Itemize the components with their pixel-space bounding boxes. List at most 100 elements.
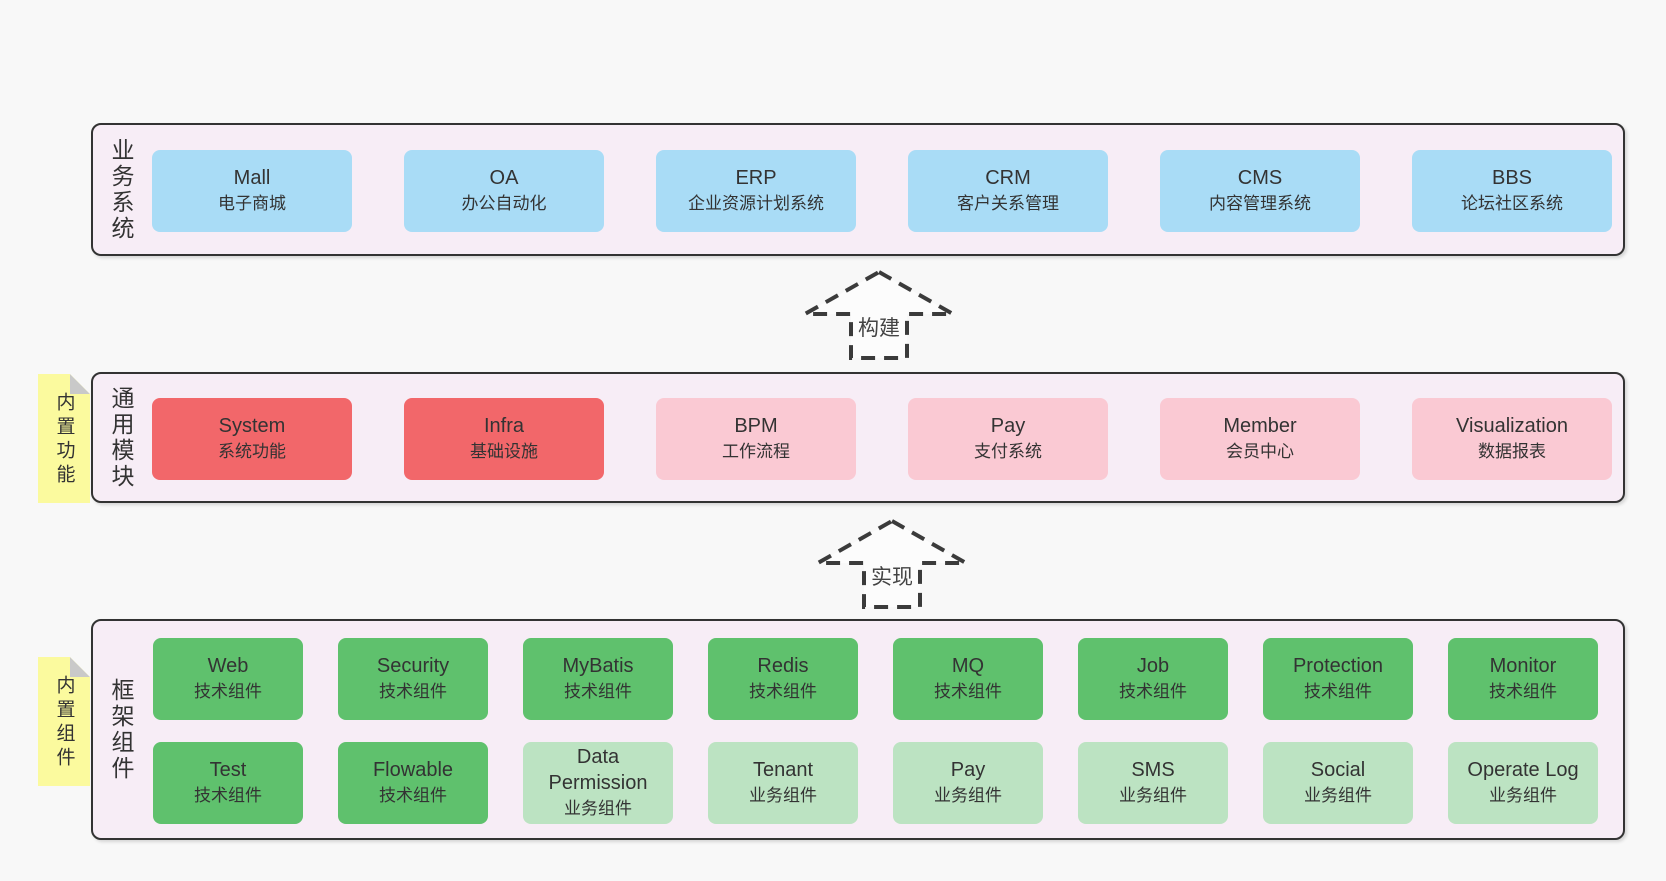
box-name-en: BPM	[734, 415, 778, 437]
box-name-en: Data Permission	[548, 746, 648, 794]
sticky-note-builtin-components: 内置组件	[38, 657, 90, 786]
box-name-en: Pay	[990, 415, 1026, 437]
box-name-zh: 内容管理系统	[1209, 194, 1311, 213]
box-operate-log: Operate Log 业务组件	[1448, 742, 1598, 824]
box-name-en: Protection	[1292, 655, 1384, 677]
box-oa: OA 办公自动化	[404, 150, 604, 232]
box-name-en: Job	[1136, 655, 1170, 677]
box-name-zh: 技术组件	[1489, 682, 1557, 701]
box-name-zh: 技术组件	[1304, 682, 1372, 701]
box-name-en: MyBatis	[562, 655, 634, 677]
box-name-zh: 业务组件	[934, 786, 1002, 805]
box-name-en: Social	[1310, 759, 1366, 781]
box-name-en: SMS	[1131, 759, 1175, 781]
layer-title-common-modules: 通用模块	[108, 385, 134, 490]
box-name-zh: 系统功能	[218, 442, 286, 461]
box-name-zh: 数据报表	[1478, 442, 1546, 461]
box-bbs: BBS 论坛社区系统	[1412, 150, 1612, 232]
box-name-zh: 技术组件	[194, 682, 262, 701]
box-flowable: Flowable 技术组件	[338, 742, 488, 824]
box-bpm: BPM 工作流程	[656, 398, 856, 480]
box-data-permission: Data Permission 业务组件	[523, 742, 673, 824]
sticky-note-label: 内置功能	[53, 392, 75, 488]
box-monitor: Monitor 技术组件	[1448, 638, 1598, 720]
box-name-zh: 基础设施	[470, 442, 538, 461]
box-job: Job 技术组件	[1078, 638, 1228, 720]
box-name-zh: 业务组件	[564, 799, 632, 818]
box-name-en: Redis	[757, 655, 809, 677]
box-redis: Redis 技术组件	[708, 638, 858, 720]
box-name-zh: 技术组件	[934, 682, 1002, 701]
arrow-implement-label: 实现	[868, 561, 916, 591]
box-name-zh: 会员中心	[1226, 442, 1294, 461]
box-name-zh: 论坛社区系统	[1461, 194, 1563, 213]
box-name-en: Infra	[483, 415, 525, 437]
box-tenant: Tenant 业务组件	[708, 742, 858, 824]
box-name-zh: 电子商城	[218, 194, 286, 213]
box-social: Social 业务组件	[1263, 742, 1413, 824]
box-name-zh: 企业资源计划系统	[688, 194, 824, 213]
box-name-zh: 办公自动化	[461, 194, 547, 213]
layer-title-business-systems: 业务系统	[108, 137, 134, 242]
layer-band-business-systems: 业务系统 Mall 电子商城 OA 办公自动化 ERP 企业资源计划系统 CRM…	[91, 123, 1625, 256]
box-name-zh: 支付系统	[974, 442, 1042, 461]
box-name-en: Web	[207, 655, 249, 677]
sticky-fold-icon	[70, 657, 90, 677]
box-name-en: ERP	[735, 167, 777, 189]
box-name-en: CRM	[985, 167, 1031, 189]
box-name-zh: 业务组件	[1304, 786, 1372, 805]
box-name-en: MQ	[951, 655, 985, 677]
box-test: Test 技术组件	[153, 742, 303, 824]
box-pay-component: Pay 业务组件	[893, 742, 1043, 824]
box-name-zh: 技术组件	[1119, 682, 1187, 701]
box-name-en: Member	[1223, 415, 1297, 437]
sticky-note-builtin-features: 内置功能	[38, 374, 90, 503]
box-protection: Protection 技术组件	[1263, 638, 1413, 720]
box-pay-module: Pay 支付系统	[908, 398, 1108, 480]
box-name-zh: 技术组件	[379, 786, 447, 805]
box-name-zh: 技术组件	[379, 682, 447, 701]
box-name-zh: 客户关系管理	[957, 194, 1059, 213]
layer-band-framework-components: 框架组件 Web 技术组件 Security 技术组件 MyBatis 技术组件…	[91, 619, 1625, 840]
box-sms: SMS 业务组件	[1078, 742, 1228, 824]
box-member: Member 会员中心	[1160, 398, 1360, 480]
sticky-fold-icon	[70, 374, 90, 394]
box-name-zh: 技术组件	[194, 786, 262, 805]
arrow-build: 构建	[797, 268, 961, 360]
box-name-zh: 工作流程	[722, 442, 790, 461]
box-name-en: CMS	[1237, 167, 1283, 189]
box-name-zh: 技术组件	[749, 682, 817, 701]
box-mall: Mall 电子商城	[152, 150, 352, 232]
box-web: Web 技术组件	[153, 638, 303, 720]
box-name-zh: 业务组件	[749, 786, 817, 805]
box-cms: CMS 内容管理系统	[1160, 150, 1360, 232]
box-system: System 系统功能	[152, 398, 352, 480]
box-name-en: BBS	[1491, 167, 1533, 189]
box-mybatis: MyBatis 技术组件	[523, 638, 673, 720]
box-name-en: OA	[489, 167, 519, 189]
arrow-implement: 实现	[810, 517, 974, 609]
box-name-zh: 技术组件	[564, 682, 632, 701]
sticky-note-label: 内置组件	[53, 675, 75, 771]
box-name-en: Operate Log	[1467, 759, 1579, 781]
box-name-en: Flowable	[372, 759, 454, 781]
box-name-en: Mall	[233, 167, 271, 189]
layer-band-common-modules: 通用模块 System 系统功能 Infra 基础设施 BPM 工作流程 Pay…	[91, 372, 1625, 503]
box-name-en: Pay	[950, 759, 986, 781]
box-name-zh: 业务组件	[1489, 786, 1557, 805]
box-name-en: Security	[376, 655, 450, 677]
box-name-en: Visualization	[1456, 415, 1568, 437]
box-mq: MQ 技术组件	[893, 638, 1043, 720]
box-name-zh: 业务组件	[1119, 786, 1187, 805]
box-security: Security 技术组件	[338, 638, 488, 720]
box-infra: Infra 基础设施	[404, 398, 604, 480]
box-name-en: Monitor	[1489, 655, 1557, 677]
box-name-en: Test	[209, 759, 247, 781]
arrow-build-label: 构建	[855, 312, 903, 342]
box-crm: CRM 客户关系管理	[908, 150, 1108, 232]
box-name-en: Tenant	[752, 759, 814, 781]
layer-title-framework-components: 框架组件	[108, 677, 134, 782]
box-erp: ERP 企业资源计划系统	[656, 150, 856, 232]
box-visualization: Visualization 数据报表	[1412, 398, 1612, 480]
